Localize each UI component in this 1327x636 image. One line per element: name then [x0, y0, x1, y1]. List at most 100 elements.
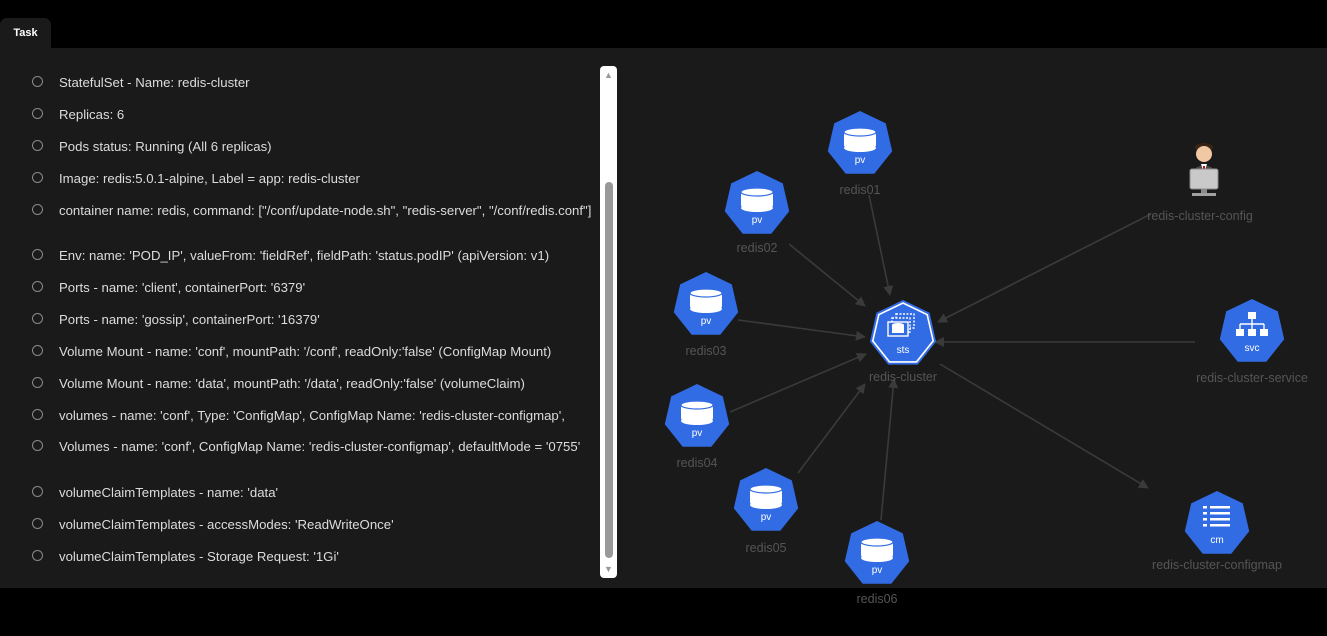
- node-user[interactable]: redis-cluster-config: [1147, 143, 1253, 223]
- task-item-text: Ports - name: 'client', containerPort: '…: [59, 280, 306, 295]
- task-item[interactable]: Volume Mount - name: 'data', mountPath: …: [32, 375, 592, 393]
- node-kind-label: svc: [1245, 343, 1260, 354]
- task-item[interactable]: StatefulSet - Name: redis-cluster: [32, 74, 592, 92]
- edge-redis03-to-sts: [737, 319, 866, 341]
- task-item[interactable]: Replicas: 6: [32, 106, 592, 124]
- task-item[interactable]: Pods status: Running (All 6 replicas): [32, 138, 592, 156]
- node-redis03[interactable]: pv redis03: [673, 272, 739, 358]
- scrollbar[interactable]: ▲ ▼: [600, 66, 617, 578]
- node-kind-label: pv: [855, 155, 866, 166]
- disk-icon: [689, 288, 723, 313]
- topology-diagram: pv redis01 pv redis02 pv redis03 pv redis04 pv re…: [664, 111, 1308, 606]
- node-label: redis05: [746, 541, 787, 555]
- node-kind-label: cm: [1210, 535, 1223, 546]
- radio-button[interactable]: [32, 377, 43, 388]
- task-item-text: volumes - name: 'conf', Type: 'ConfigMap…: [59, 408, 565, 423]
- radio-button[interactable]: [32, 204, 43, 215]
- disk-icon: [843, 127, 877, 152]
- edge-redis05-to-sts: [797, 383, 866, 474]
- node-svc[interactable]: svc redis-cluster-service: [1196, 299, 1308, 385]
- radio-button[interactable]: [32, 409, 43, 420]
- node-redis06[interactable]: pv redis06: [844, 521, 910, 606]
- task-item[interactable]: container name: redis, command: ["/conf/…: [32, 202, 592, 220]
- node-label: redis06: [857, 592, 898, 606]
- task-item-text: Volume Mount - name: 'data', mountPath: …: [59, 376, 525, 391]
- node-label: redis01: [840, 183, 881, 197]
- node-redis02[interactable]: pv redis02: [724, 171, 790, 255]
- node-label: redis-cluster-configmap: [1152, 558, 1282, 572]
- radio-button[interactable]: [32, 345, 43, 356]
- node-label: redis03: [686, 344, 727, 358]
- task-item-text: Replicas: 6: [59, 107, 125, 122]
- edge-user-to-sts: [937, 213, 1152, 323]
- node-sts[interactable]: sts redis-cluster: [869, 300, 937, 384]
- task-item[interactable]: volumeClaimTemplates - Storage Request: …: [32, 548, 592, 566]
- node-label: redis04: [677, 456, 718, 470]
- node-redis04[interactable]: pv redis04: [664, 384, 730, 470]
- node-cm[interactable]: cm redis-cluster-configmap: [1152, 491, 1282, 572]
- edge-redis04-to-sts: [729, 352, 867, 413]
- node-kind-label: pv: [692, 428, 703, 439]
- task-item[interactable]: volumes - name: 'conf', Type: 'ConfigMap…: [32, 407, 592, 425]
- disk-icon: [680, 400, 714, 425]
- edge-redis06-to-sts: [880, 378, 899, 521]
- radio-button[interactable]: [32, 440, 43, 451]
- radio-button[interactable]: [32, 76, 43, 87]
- disk-icon: [749, 484, 783, 509]
- task-item-text: StatefulSet - Name: redis-cluster: [59, 75, 250, 90]
- node-kind-label: pv: [761, 512, 772, 523]
- task-item-text: volumeClaimTemplates - name: 'data': [59, 485, 279, 500]
- statefulset-icon: [887, 313, 915, 337]
- radio-button[interactable]: [32, 140, 43, 151]
- scroll-down-arrow-icon[interactable]: ▼: [604, 564, 613, 574]
- task-item-text: Volume Mount - name: 'conf', mountPath: …: [59, 344, 552, 359]
- task-item[interactable]: volumeClaimTemplates - accessModes: 'Rea…: [32, 516, 592, 534]
- task-item-text: Env: name: 'POD_IP', valueFrom: 'fieldRe…: [59, 248, 550, 263]
- scrollbar-thumb[interactable]: [605, 182, 613, 558]
- top-bar: Task: [0, 0, 1327, 48]
- task-item[interactable]: Volumes - name: 'conf', ConfigMap Name: …: [32, 438, 592, 456]
- node-kind-label: pv: [701, 316, 712, 327]
- task-item[interactable]: Ports - name: 'client', containerPort: '…: [32, 279, 592, 297]
- task-item[interactable]: Env: name: 'POD_IP', valueFrom: 'fieldRe…: [32, 247, 592, 265]
- task-item[interactable]: Image: redis:5.0.1-alpine, Label = app: …: [32, 170, 592, 188]
- list-icon: [1203, 506, 1230, 527]
- task-item-text: Image: redis:5.0.1-alpine, Label = app: …: [59, 171, 360, 186]
- node-shape: [1184, 491, 1250, 554]
- edge-redis02-to-sts: [788, 243, 866, 307]
- node-kind-label: sts: [897, 345, 910, 356]
- scroll-up-arrow-icon[interactable]: ▲: [604, 70, 613, 80]
- node-redis05[interactable]: pv redis05: [733, 468, 799, 555]
- radio-button[interactable]: [32, 172, 43, 183]
- task-item-text: Pods status: Running (All 6 replicas): [59, 139, 272, 154]
- edge-redis01-to-sts: [868, 194, 894, 296]
- node-label: redis-cluster: [869, 370, 937, 384]
- radio-button[interactable]: [32, 486, 43, 497]
- task-item-text: volumeClaimTemplates - accessModes: 'Rea…: [59, 517, 394, 532]
- radio-button[interactable]: [32, 281, 43, 292]
- user-at-computer-icon: [1189, 143, 1219, 196]
- node-kind-label: pv: [872, 565, 883, 576]
- edge-sts-to-cm: [939, 363, 1149, 489]
- node-label: redis02: [737, 241, 778, 255]
- node-redis01[interactable]: pv redis01: [827, 111, 893, 197]
- task-item[interactable]: Volume Mount - name: 'conf', mountPath: …: [32, 343, 592, 361]
- task-item[interactable]: Ports - name: 'gossip', containerPort: '…: [32, 311, 592, 329]
- radio-button[interactable]: [32, 550, 43, 561]
- tab-task[interactable]: Task: [0, 18, 51, 48]
- disk-icon: [740, 187, 774, 212]
- node-label: redis-cluster-service: [1196, 371, 1308, 385]
- radio-button[interactable]: [32, 518, 43, 529]
- radio-button[interactable]: [32, 313, 43, 324]
- task-item[interactable]: volumeClaimTemplates - name: 'data': [32, 484, 592, 502]
- radio-button[interactable]: [32, 249, 43, 260]
- node-outline: [871, 302, 935, 363]
- node-kind-label: pv: [752, 215, 763, 226]
- task-item-text: Ports - name: 'gossip', containerPort: '…: [59, 312, 320, 327]
- radio-button[interactable]: [32, 108, 43, 119]
- network-icon: [1236, 312, 1268, 336]
- task-item-text: volumeClaimTemplates - Storage Request: …: [59, 549, 339, 564]
- node-label: redis-cluster-config: [1147, 209, 1253, 223]
